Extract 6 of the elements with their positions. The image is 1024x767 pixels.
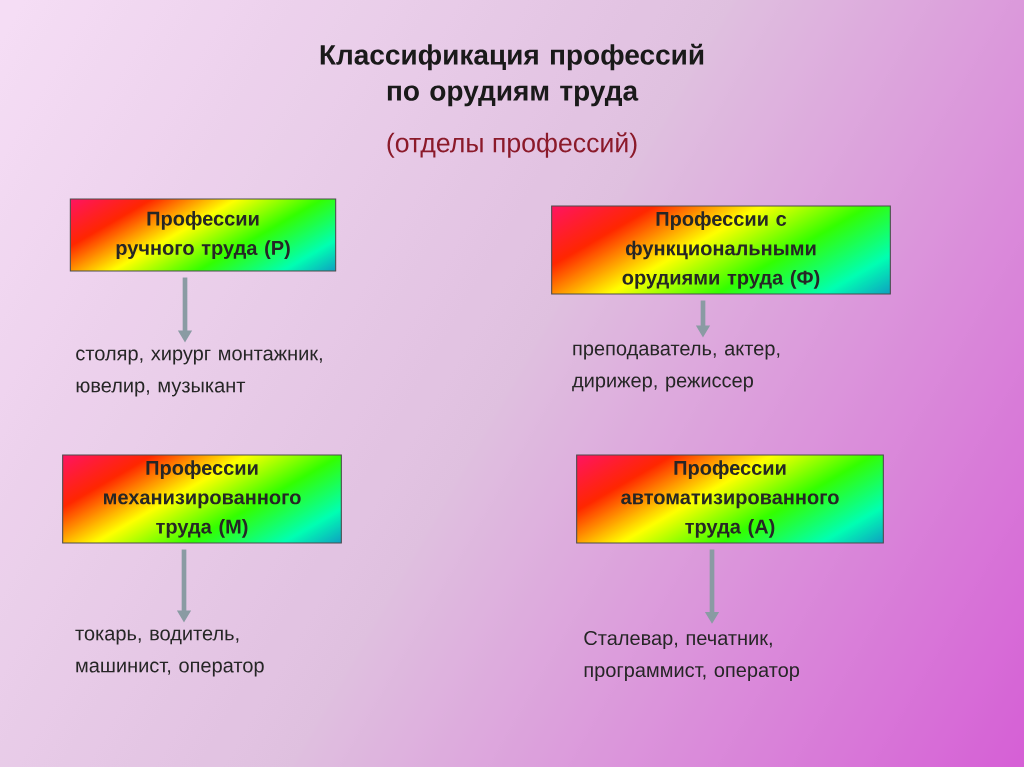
title: Классификация профессий по орудиям труда (320, 43, 704, 107)
examples-text: столяр, хирург монтажник, ювелир, музыкант (76, 349, 322, 397)
subtitle: (отделы профессий) (387, 132, 637, 158)
examples-text: преподаватель, актер, дирижер, режиссер (572, 344, 780, 392)
examples-text: токарь, водитель, машинист, оператор (75, 629, 264, 677)
examples-text: Сталевар, печатник, программист, оператор (584, 630, 800, 682)
